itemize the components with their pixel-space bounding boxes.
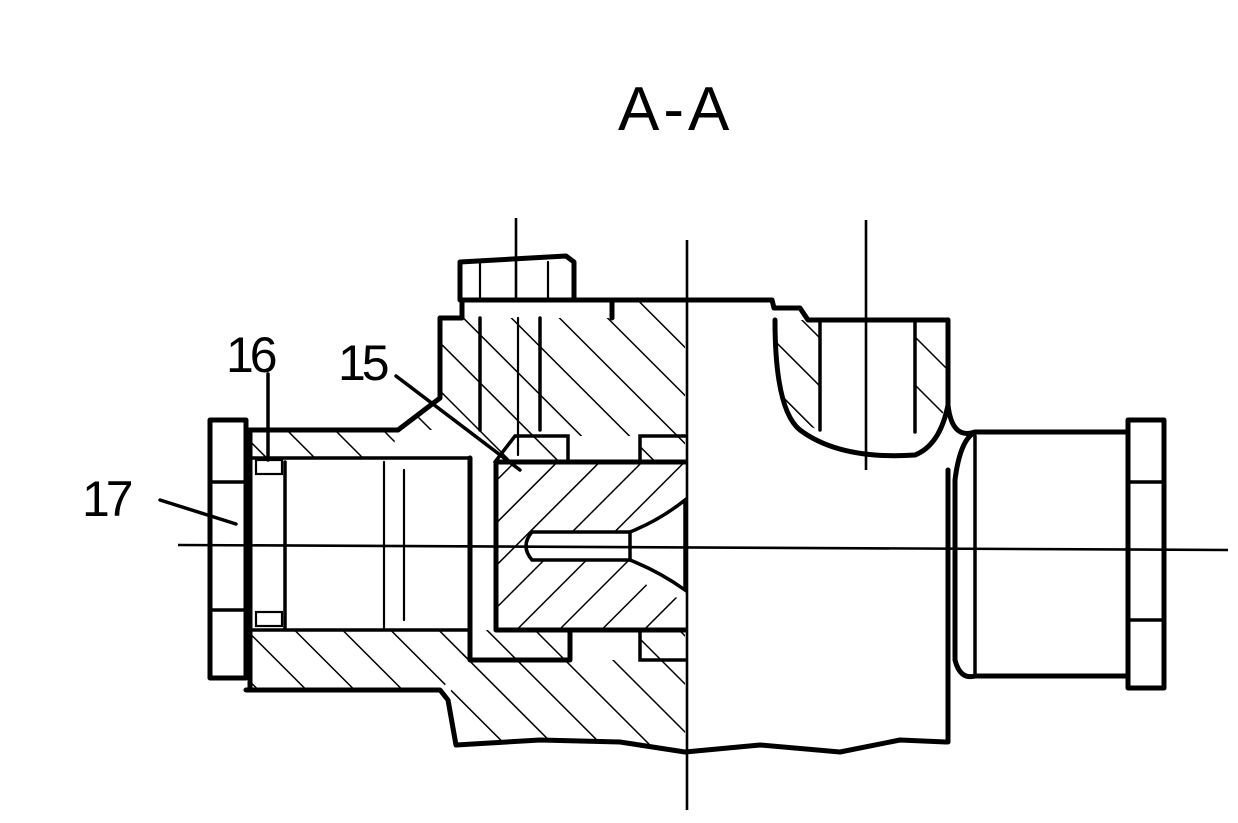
leader-lines: [158, 372, 522, 526]
part-label-15: 15: [338, 335, 388, 391]
body-outline: [207, 253, 1167, 755]
part-label-17: 17: [82, 471, 132, 527]
section-title: A-A: [618, 75, 733, 144]
center-lines: [177, 218, 1229, 810]
hatched-sections: [250, 300, 948, 752]
part-label-16: 16: [226, 327, 276, 383]
